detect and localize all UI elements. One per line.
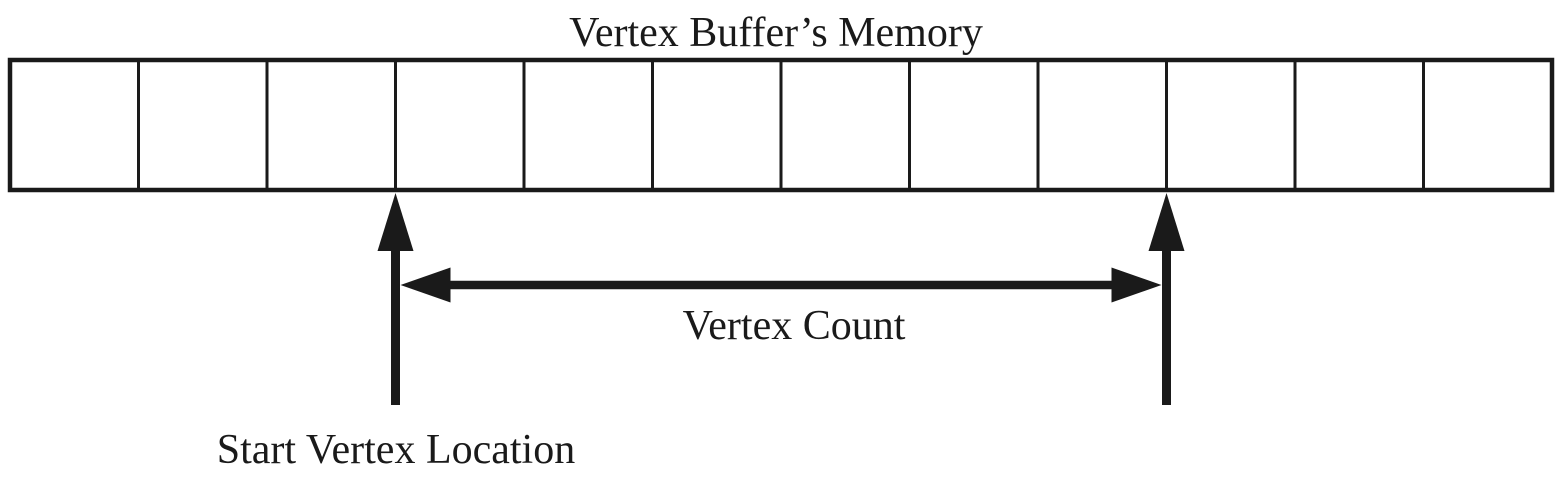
memory-buffer-border bbox=[7, 57, 1555, 193]
vertex-count-arrow-right-head bbox=[1111, 267, 1162, 303]
vertex-count-arrow-left-head bbox=[400, 267, 451, 303]
start-vertex-location-label: Start Vertex Location bbox=[217, 427, 575, 473]
diagram-title: Vertex Buffer’s Memory bbox=[569, 10, 983, 56]
memory-cell bbox=[1422, 58, 1554, 192]
vertex-count-label: Vertex Count bbox=[683, 303, 906, 349]
memory-cell bbox=[651, 58, 783, 192]
memory-cell bbox=[8, 58, 140, 192]
memory-cell bbox=[779, 58, 911, 192]
memory-cell bbox=[137, 58, 269, 192]
end-vertex-arrow-head bbox=[1148, 193, 1185, 251]
memory-cell bbox=[522, 58, 654, 192]
memory-cell bbox=[1293, 58, 1425, 192]
memory-cell bbox=[1036, 58, 1168, 192]
memory-cell bbox=[265, 58, 397, 192]
memory-buffer bbox=[7, 57, 1555, 193]
arrows-layer bbox=[377, 193, 1185, 405]
memory-cell bbox=[908, 58, 1040, 192]
start-vertex-arrow-shaft bbox=[391, 243, 400, 405]
end-vertex-arrow-shaft bbox=[1162, 243, 1171, 405]
start-vertex-arrow-head bbox=[377, 193, 414, 251]
memory-cell bbox=[394, 58, 526, 192]
memory-cell bbox=[1165, 58, 1297, 192]
